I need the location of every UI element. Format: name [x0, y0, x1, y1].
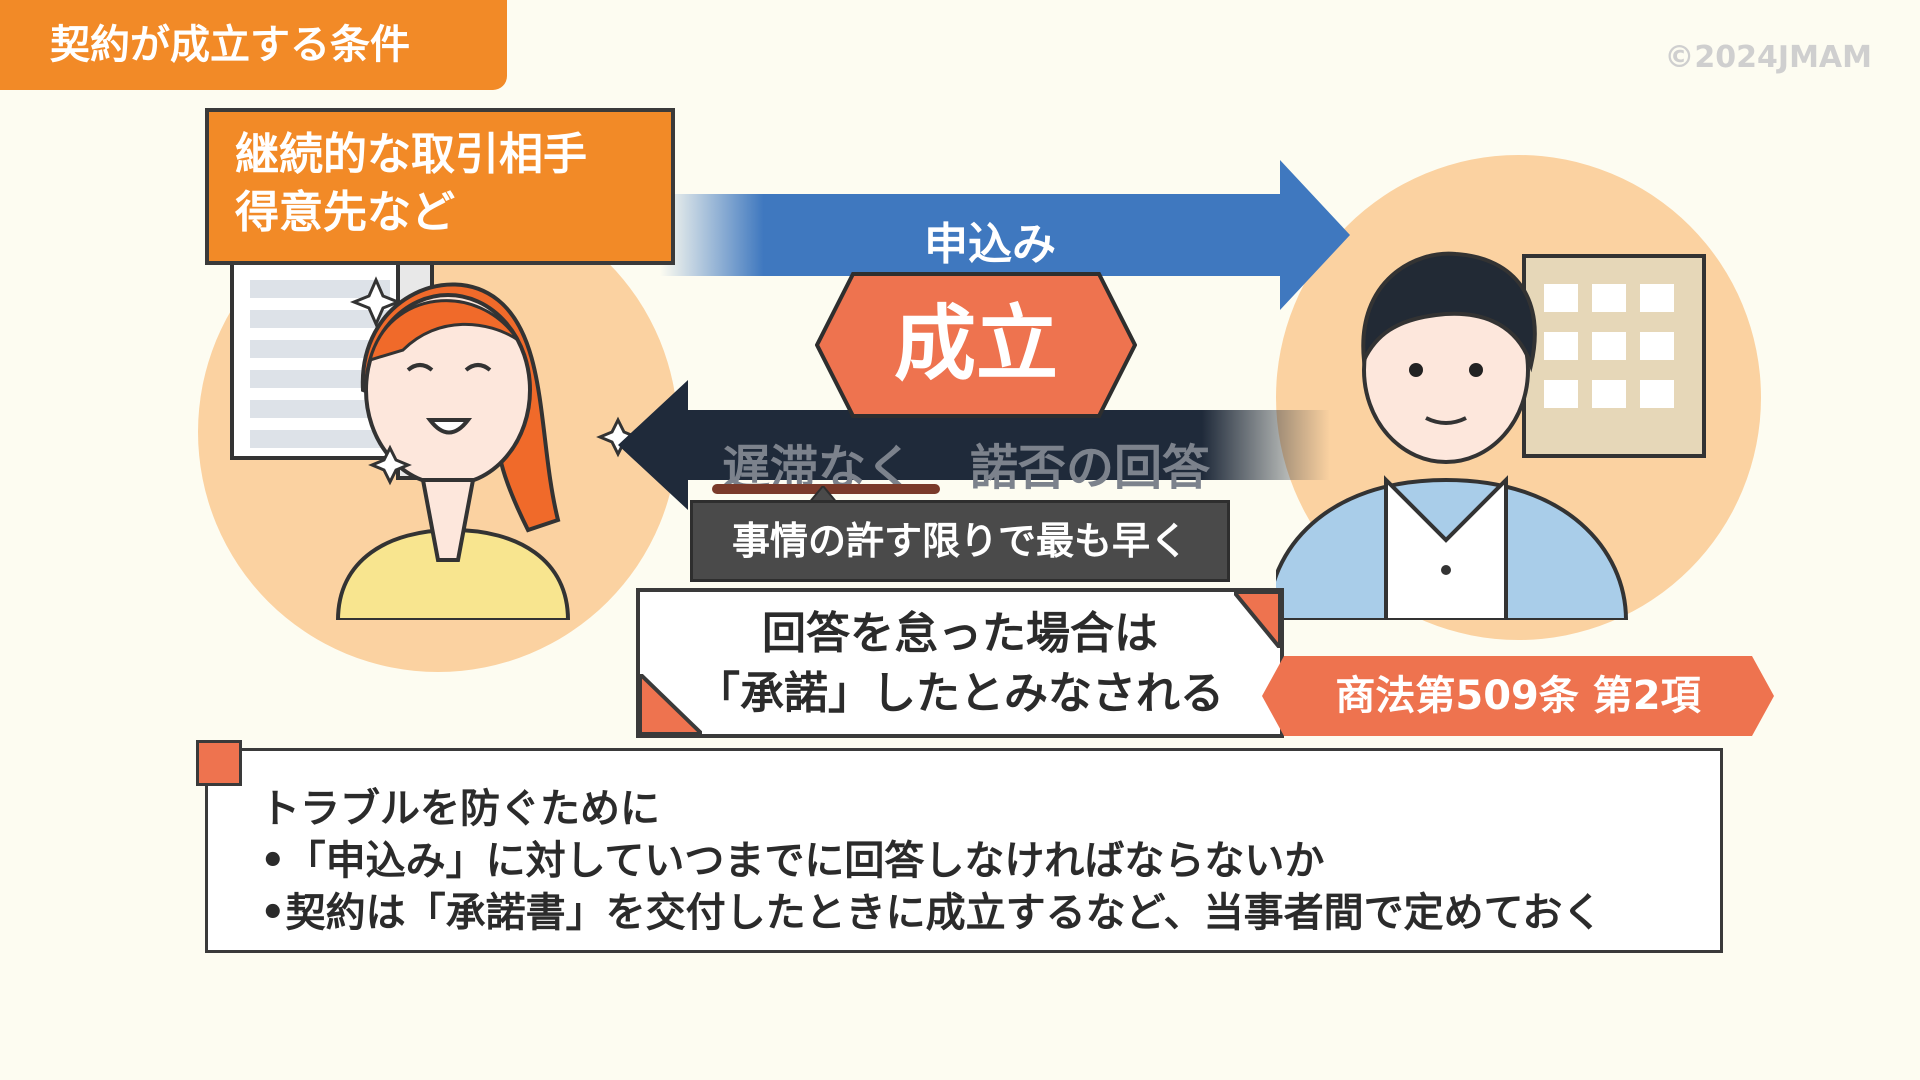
- reply-arrow: [618, 380, 1330, 510]
- note-marker-icon: [196, 740, 242, 786]
- deemed-corner-bottom: [638, 674, 702, 736]
- deemed-acceptance-box: 回答を怠った場合は 「承諾」したとみなされる: [636, 588, 1284, 738]
- counterparty-label: 継続的な取引相手 得意先など: [205, 108, 675, 265]
- man-illustration: [1276, 251, 1706, 620]
- note-bullet-2: •契約は「承諾書」を交付したときに成立するなど、当事者間で定めておく: [260, 890, 1603, 936]
- page-title: 契約が成立する条件: [0, 0, 507, 90]
- deemed-line2: 「承諾」したとみなされる: [696, 668, 1224, 719]
- woman-illustration: [230, 256, 640, 620]
- note-heading: トラブルを防ぐために: [260, 786, 660, 832]
- reply-label-answer: 諾否の回答: [970, 440, 1211, 496]
- prevention-note: トラブルを防ぐために •「申込み」に対していつまでに回答しなければならないか •…: [205, 748, 1723, 953]
- deemed-corner-top: [1234, 590, 1282, 648]
- counterparty-label-line1: 継続的な取引相手: [235, 129, 587, 180]
- law-reference-tag: 商法第509条 第2項: [1335, 673, 1701, 719]
- note-bullet-1: •「申込み」に対していつまでに回答しなければならないか: [260, 838, 1325, 884]
- established-badge-shape: [815, 272, 1137, 418]
- counterparty-label-line2: 得意先など: [235, 187, 455, 238]
- copyright: ©2024JMAM: [1664, 40, 1872, 75]
- law-reference-tag-shape: [1262, 656, 1774, 736]
- offer-label: 申込み: [924, 219, 1056, 270]
- sparkle-icon: [349, 276, 640, 486]
- building-icon: [1522, 254, 1706, 458]
- tooltip-asap: 事情の許す限りで最も早く: [690, 500, 1230, 582]
- established-badge: 成立: [893, 297, 1058, 392]
- offer-arrow: [660, 160, 1350, 310]
- tooltip-pointer: [808, 486, 838, 504]
- deemed-line1: 回答を怠った場合は: [762, 608, 1158, 659]
